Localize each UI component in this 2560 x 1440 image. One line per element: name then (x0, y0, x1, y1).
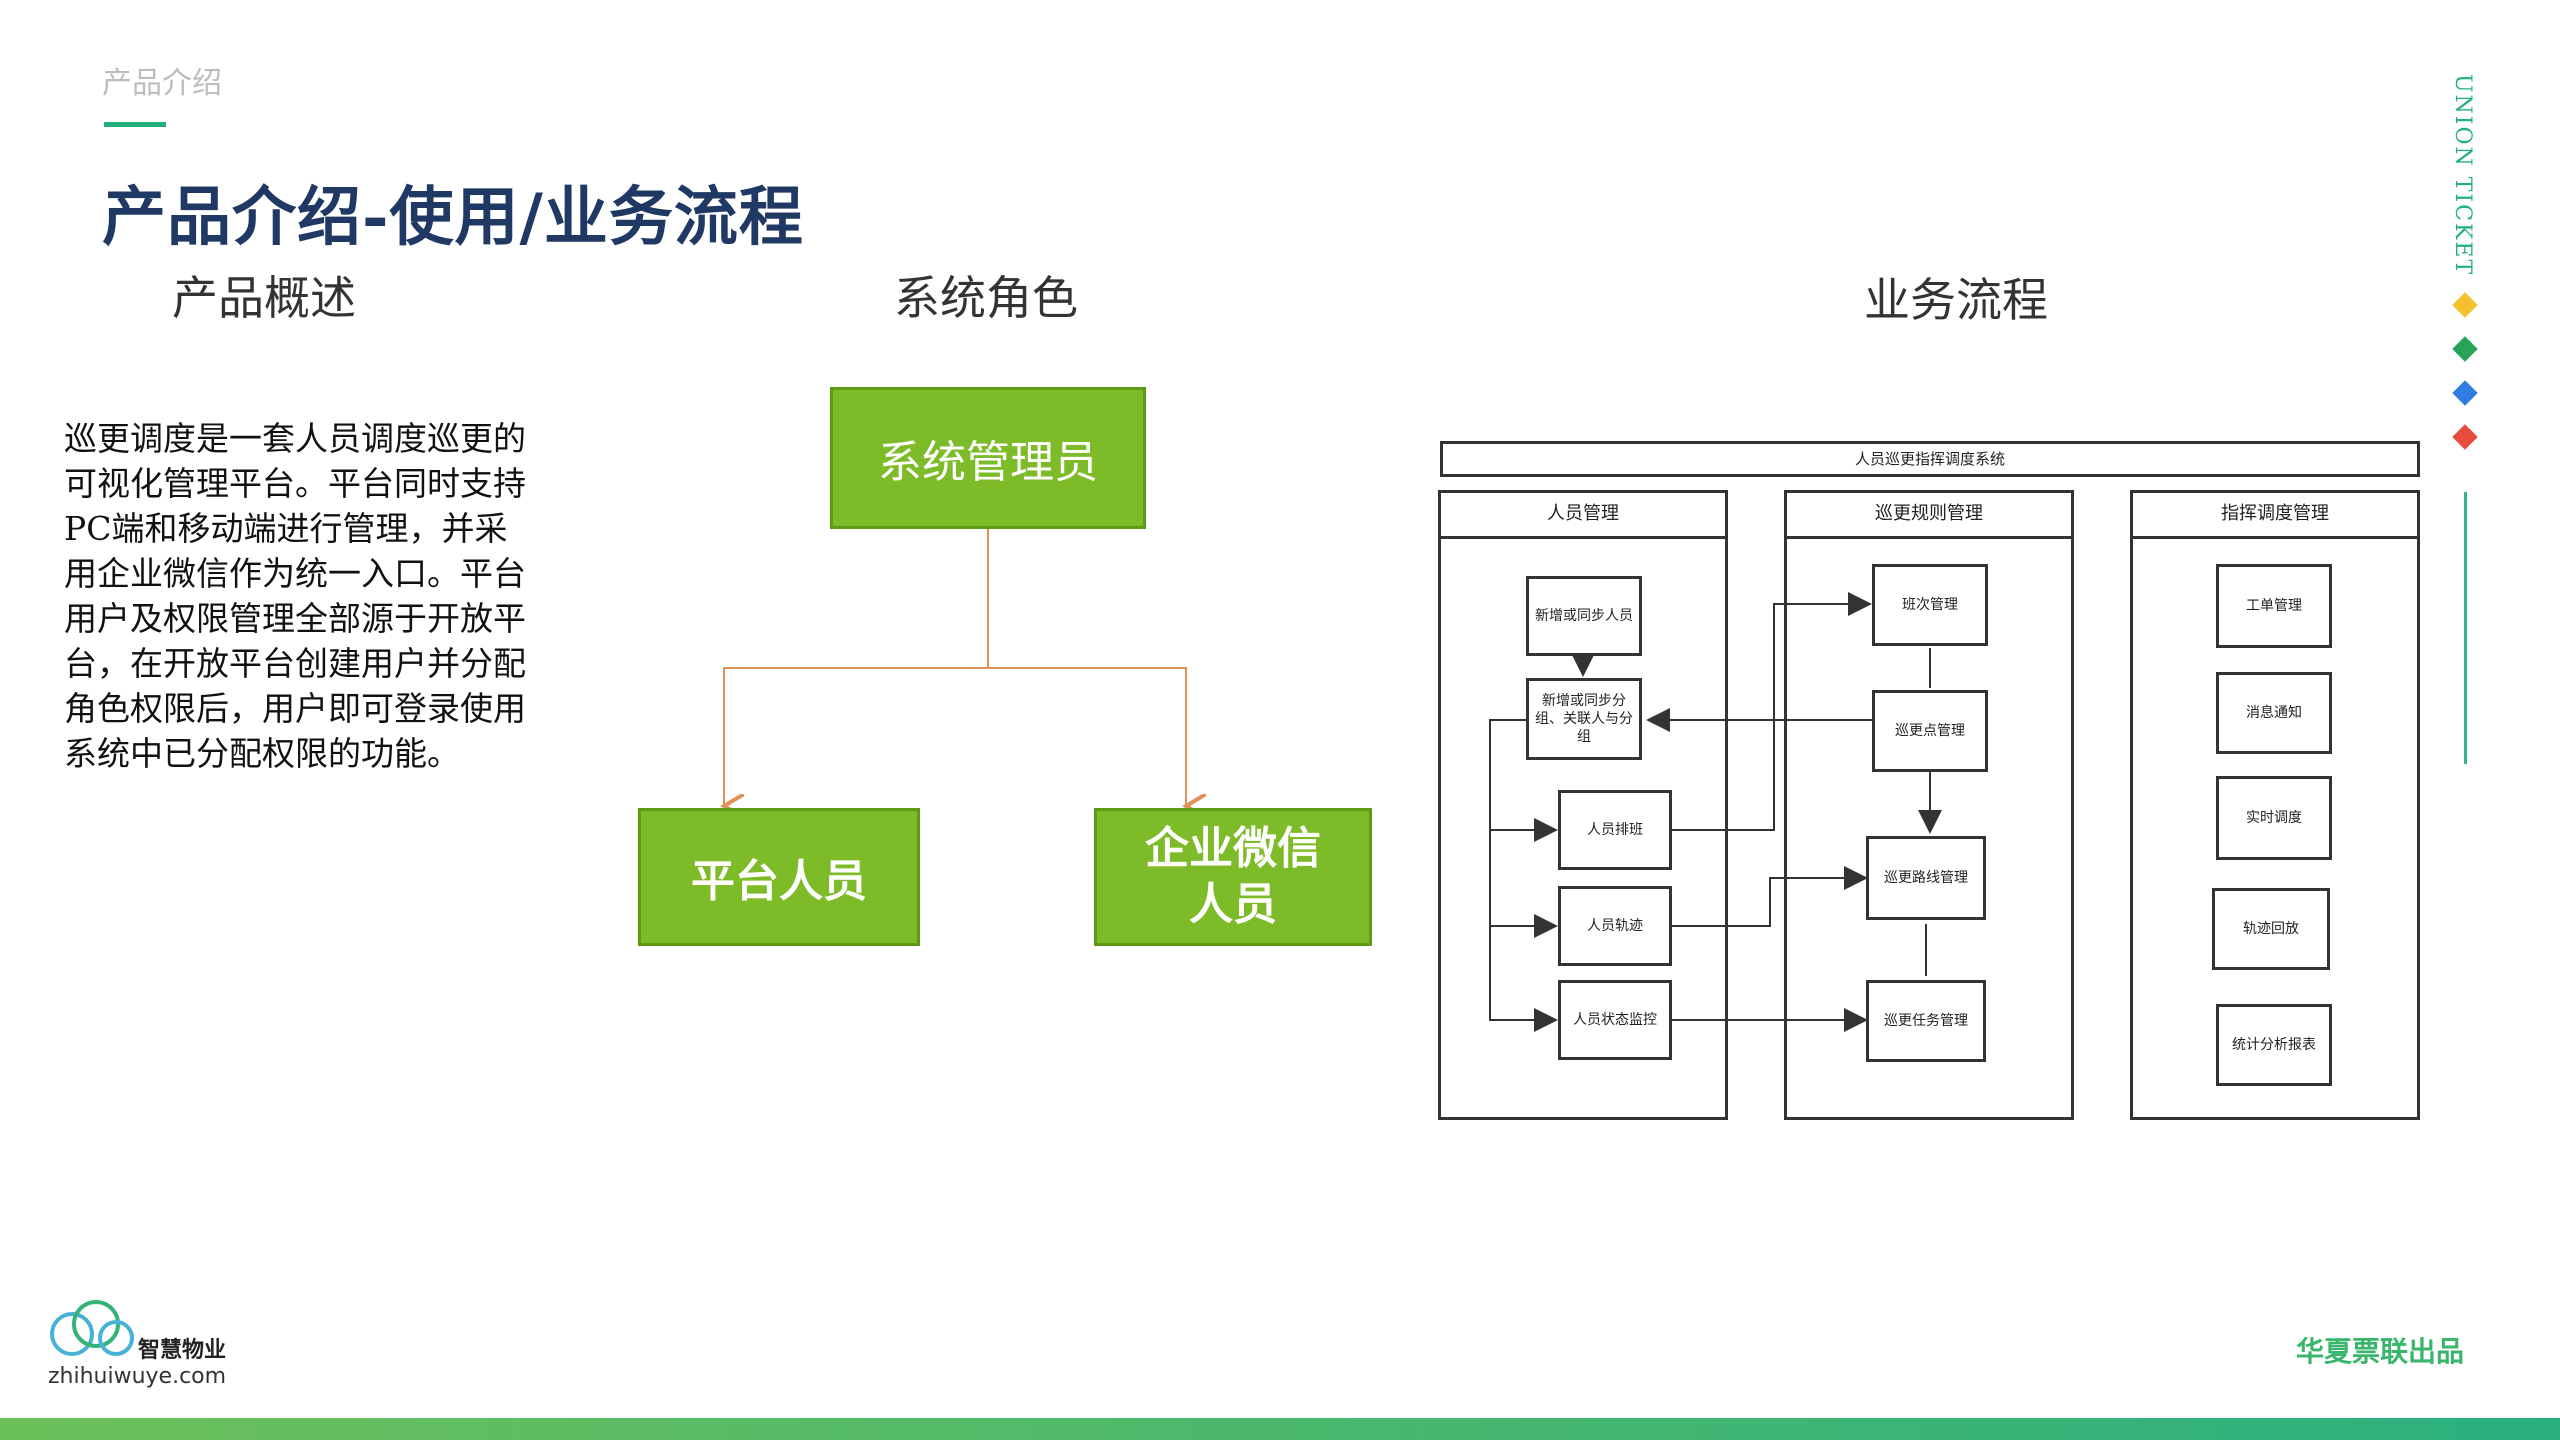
side-divider (2464, 492, 2467, 764)
overview-title: 产品概述 (172, 271, 356, 325)
role-wecom-line1: 企业微信 (1145, 823, 1321, 874)
lane-dispatch: 指挥调度管理 (2130, 490, 2420, 1120)
page-title: 产品介绍-使用/业务流程 (102, 180, 804, 255)
flow-node: 人员排班 (1558, 790, 1672, 870)
flow-node: 轨迹回放 (2212, 888, 2330, 970)
role-wecom-staff: 企业微信 人员 (1094, 808, 1372, 946)
lane-dispatch-title: 指挥调度管理 (2133, 493, 2417, 539)
bottom-gradient-bar (0, 1418, 2560, 1440)
footer-brand: 华夏票联出品 (2296, 1335, 2465, 1368)
role-admin: 系统管理员 (830, 387, 1146, 529)
lane-patrol-rules: 巡更规则管理 (1784, 490, 2074, 1120)
breadcrumb-underline (104, 122, 166, 127)
flow-node: 巡更路线管理 (1866, 836, 1986, 920)
flow-node: 工单管理 (2216, 564, 2332, 648)
lane-patrol-rules-title: 巡更规则管理 (1787, 493, 2071, 539)
flow-node: 消息通知 (2216, 672, 2332, 754)
flow-node: 巡更任务管理 (1866, 980, 1986, 1062)
cloud-logo-icon (50, 1300, 134, 1356)
union-ticket-label: UNION TICKET (2450, 74, 2475, 277)
role-wecom-line2: 人员 (1189, 879, 1277, 930)
flow-node: 新增或同步人员 (1526, 576, 1642, 656)
flow-node: 实时调度 (2216, 776, 2332, 860)
lane-personnel-title: 人员管理 (1441, 493, 1725, 539)
flow-node: 人员轨迹 (1558, 886, 1672, 966)
flow-node: 统计分析报表 (2216, 1004, 2332, 1086)
overview-text: 巡更调度是一套人员调度巡更的可视化管理平台。平台同时支持PC端和移动端进行管理，… (64, 419, 526, 773)
flow-system-title: 人员巡更指挥调度系统 (1440, 441, 2420, 477)
logo-url: zhihuiwuye.com (48, 1364, 227, 1389)
logo-text: 智慧物业 (138, 1338, 227, 1363)
flow-node: 人员状态监控 (1558, 980, 1672, 1060)
flow-node: 巡更点管理 (1872, 690, 1988, 772)
lane-personnel: 人员管理 (1438, 490, 1728, 1120)
flow-node: 新增或同步分组、关联人与分组 (1526, 678, 1642, 760)
flow-title: 业务流程 (1864, 273, 2048, 327)
breadcrumb: 产品介绍 (102, 66, 222, 101)
roles-title: 系统角色 (894, 271, 1078, 325)
role-platform-staff: 平台人员 (638, 808, 920, 946)
flow-node: 班次管理 (1872, 564, 1988, 646)
